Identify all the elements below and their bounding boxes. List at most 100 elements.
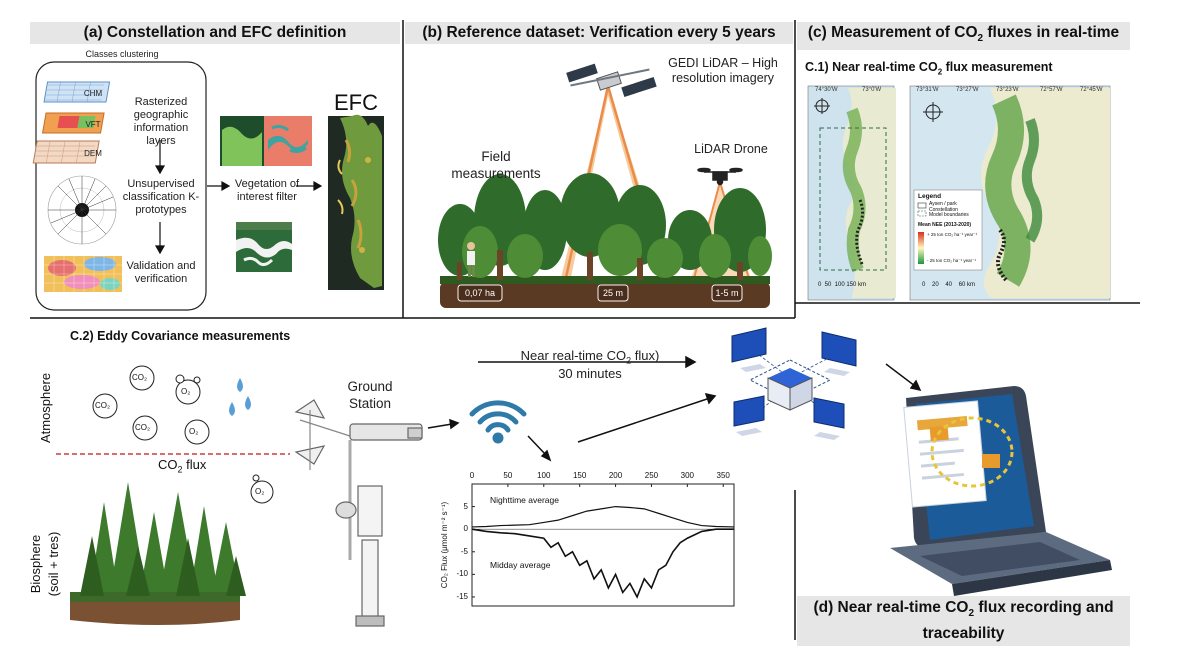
y-tick-label: -5 [460, 546, 468, 556]
c2-title: C.2) Eddy Covariance measurements [70, 329, 291, 343]
map1-lon2: 73°0'W [862, 87, 882, 93]
vft-layer-icon [41, 112, 105, 134]
server-cube-icon [767, 368, 813, 411]
gedi-label: GEDI LiDAR – High resolution imagery [668, 56, 778, 85]
panel-d-title-post: flux recording and [974, 599, 1114, 616]
forest-illustration [438, 173, 772, 308]
panel-d-title-sub: 2 [968, 608, 975, 620]
map2-lon1: 73°31'W [916, 87, 939, 93]
chart-ylabel: CO₂ Flux (μmol m⁻² s⁻¹) [440, 501, 449, 589]
x-tick-label: 350 [716, 471, 730, 480]
c1-title-sub: 2 [937, 67, 943, 77]
panel-c-title-post: fluxes in real-time [983, 24, 1120, 41]
plot-label-25m: 25 m [602, 288, 623, 298]
efc-map [328, 114, 384, 290]
panel-a-title: (a) Constellation and EFC definition [30, 22, 400, 44]
co2-flux-post: flux [182, 457, 207, 472]
flow-arrows-c2 [427, 355, 922, 462]
clustering-box [35, 61, 207, 311]
bubble-co2-3: CO₂ [135, 423, 151, 432]
wifi-icon [469, 400, 527, 444]
chart-annotation: Nighttime average [490, 495, 559, 505]
x-tick-label: 0 [469, 471, 475, 480]
drone-icon [697, 167, 743, 186]
panel-c-title: (c) Measurement of CO2 fluxes in real-ti… [797, 22, 1130, 51]
eddy-covariance-station-icon [294, 399, 423, 627]
map2-lon5: 72°45'W [1080, 87, 1103, 93]
legend-mean-nee: Mean NEE (2013-2020) [918, 222, 972, 228]
thirty-minutes-label: 30 minutes [558, 366, 622, 381]
vft-label: VFT [85, 120, 101, 129]
c1-title-post: flux measurement [942, 60, 1053, 74]
near-rt-pre: Near real-time CO [520, 348, 627, 363]
plot-label-1-5m: 1-5 m [715, 288, 739, 298]
x-tick-label: 300 [680, 471, 694, 480]
vegetation-map-bottom [236, 222, 292, 272]
bubble-o2-1: O₂ [189, 427, 199, 436]
water-droplets-icon [229, 378, 251, 416]
co2-flux-pre: CO [158, 457, 178, 472]
y-tick-label: -15 [456, 591, 468, 601]
panel-d-title-pre: (d) Near real-time CO [813, 599, 969, 616]
bubble-co2-1: CO₂ [132, 373, 148, 382]
validation-heatmap-icon [44, 256, 122, 292]
drone-label: LiDAR Drone [694, 142, 768, 156]
gas-bubbles [92, 365, 274, 504]
map-right [909, 85, 1111, 301]
bubble-o2-2: O₂ [181, 387, 191, 396]
bubble-o2-3: O₂ [255, 487, 265, 496]
legend-low: - 25 ton CO₂ ha⁻¹ year⁻¹ [927, 258, 977, 263]
laptop-illustration [890, 386, 1112, 596]
vegetation-map-top [220, 116, 312, 166]
series-line-0 [471, 505, 735, 528]
step-rasterized: Rasterized geographic information layers [133, 96, 189, 147]
vegetation-filter-label: Vegetation of interest filter [234, 178, 300, 203]
chm-label: CHM [83, 89, 103, 98]
legend-high: + 25 ton CO₂ ha⁻¹ year⁻¹ [927, 232, 978, 237]
near-rt-post: flux) [631, 348, 660, 363]
series-line-1 [471, 528, 734, 599]
step-classification: Unsupervised classification K-prototypes [122, 178, 200, 216]
y-tick-label: -10 [456, 569, 468, 579]
satellite-icon [566, 63, 657, 98]
map2-lon2: 73°27'W [956, 87, 979, 93]
bubble-co2-2: CO₂ [95, 401, 111, 410]
clustering-flow-arrows [154, 140, 323, 255]
panel-d-title: (d) Near real-time CO2 flux recording an… [797, 596, 1130, 647]
plot-label-007ha: 0,07 ha [464, 288, 496, 298]
panel-c-title-sub: 2 [977, 33, 984, 45]
c1-title-pre: C.1) Near real-time CO [805, 60, 938, 74]
chm-layer-icon [43, 81, 111, 103]
legend-item-boundaries: Model boundaries [929, 212, 969, 218]
x-tick-label: 200 [608, 471, 623, 480]
legend-item-constellation: Aysen / park Constellation [929, 201, 958, 213]
network-illustration [731, 327, 857, 440]
cluster-dendrogram-icon [47, 175, 117, 245]
map1-lon1: 74°30'W [815, 87, 838, 93]
co2-flux-sub: 2 [177, 464, 183, 475]
co2-flux-label: CO2 flux [158, 457, 206, 475]
chart-annotation: Midday average [490, 560, 551, 570]
dem-label: DEM [84, 149, 102, 158]
chart-frame [471, 483, 735, 607]
x-tick-label: 250 [644, 471, 659, 480]
y-tick-label: 5 [463, 501, 468, 511]
x-tick-label: 100 [537, 471, 551, 480]
dem-layer-icon [32, 140, 100, 164]
map-left [807, 85, 896, 301]
panel-d-title-line2: traceability [922, 625, 1005, 643]
conifer-forest-illustration [70, 482, 246, 625]
near-real-time-label: Near real-time CO2 flux) [490, 348, 690, 369]
c1-title: C.1) Near real-time CO2 flux measurement [805, 60, 1053, 77]
step-validation: Validation and verification [126, 260, 196, 285]
classes-clustering-label: Classes clustering [85, 49, 159, 59]
legend-title: Legend [918, 193, 942, 200]
plot-label-boxes [457, 284, 743, 302]
panel-c-title-pre: (c) Measurement of CO [807, 24, 978, 41]
scale-bar-left: 0 50 100 150 km [818, 282, 867, 288]
ground-station-label: Ground Station [347, 379, 393, 411]
x-tick-label: 150 [572, 471, 587, 480]
near-rt-sub: 2 [626, 355, 632, 366]
